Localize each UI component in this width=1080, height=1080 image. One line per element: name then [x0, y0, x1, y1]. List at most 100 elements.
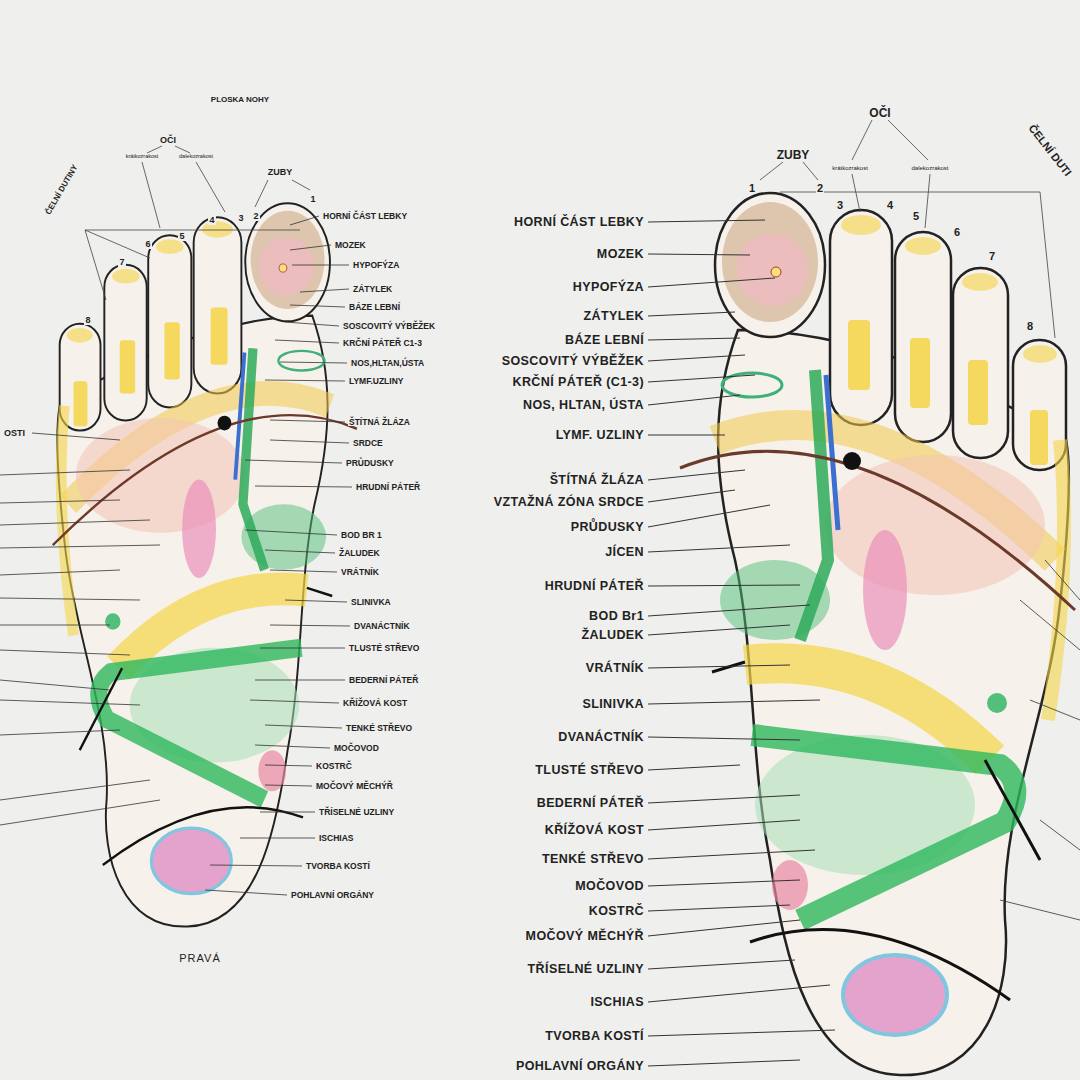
bracket-line	[175, 146, 190, 153]
toe-number: 2	[816, 183, 824, 194]
toe-number: 7	[988, 251, 996, 262]
leader-line	[1020, 600, 1080, 650]
zone-label: SOSCOVITÝ VÝBĚŽEK	[342, 322, 436, 331]
zone-label: NOS,HLTAN,ÚSTA	[350, 359, 425, 368]
leader-line	[0, 545, 160, 548]
leader-line	[648, 338, 740, 340]
bracket-line	[85, 230, 150, 258]
leader-line	[0, 598, 140, 600]
leader-line	[255, 680, 345, 681]
leader-line	[32, 433, 120, 440]
leader-line	[280, 362, 347, 363]
toe-number: 3	[237, 214, 244, 223]
left-foot	[53, 203, 357, 926]
eye-label: OČI	[159, 136, 177, 145]
leader-line	[270, 625, 350, 626]
zone-label: NOS, HLTAN, ÚSTA	[522, 399, 645, 412]
zone-label: ISCHIAS	[318, 834, 354, 843]
bracket-line	[803, 162, 818, 180]
leader-line	[0, 570, 120, 575]
leader-line	[648, 435, 725, 436]
zone-label: ŠTÍTNÁ ŽLÁZA	[348, 418, 411, 427]
zone-label: TLUSTÉ STŘEVO	[534, 764, 645, 777]
zone-label: BEDERNÍ PÁTEŘ	[348, 676, 419, 685]
foot-side-label: PRAVÁ	[178, 953, 221, 964]
leader-line	[210, 865, 302, 866]
bracket-line	[292, 180, 310, 190]
bracket-line	[85, 230, 300, 231]
zone-label: SLINIVKA	[581, 698, 645, 711]
leader-line	[0, 680, 110, 690]
zone-label: TVORBA KOSTÍ	[544, 1030, 645, 1043]
zone-label: MOČOVÝ MĚCHÝŘ	[525, 930, 645, 943]
zone-label: SLINIVKA	[350, 598, 392, 607]
zone-label: TVORBA KOSTÍ	[305, 862, 371, 871]
leader-line	[0, 625, 110, 626]
leader-line	[290, 305, 345, 307]
zone-label: MOZEK	[596, 248, 645, 261]
bracket-line	[925, 174, 930, 228]
toe-number: 4	[886, 200, 894, 211]
zone-label: MOČOVOD	[333, 744, 380, 753]
leader-line	[0, 700, 140, 705]
leader-line	[648, 765, 740, 770]
sinus-label: ČELNÍ DUTI	[1026, 122, 1074, 179]
leader-line	[648, 220, 765, 222]
leader-line	[255, 745, 330, 748]
small-note: krátkozrakost	[125, 154, 160, 160]
zone-label: ŽALUDEK	[580, 629, 645, 642]
small-note: dalekozrakost	[178, 154, 214, 160]
leader-line	[648, 470, 745, 480]
toe-number: 2	[252, 212, 259, 221]
leader-line	[648, 605, 810, 616]
leader-line	[648, 490, 735, 502]
leader-line	[265, 765, 312, 766]
bracket-lines	[85, 120, 1055, 338]
leader-line	[648, 737, 800, 740]
zone-label: BEDERNÍ PÁTEŘ	[536, 797, 645, 810]
leader-line	[270, 570, 337, 572]
leader-line	[245, 460, 342, 463]
leader-line	[275, 340, 339, 343]
zone-label: HYPOFÝZA	[572, 281, 645, 294]
right-foot	[680, 193, 1075, 1075]
bracket-line	[852, 174, 860, 212]
leader-line	[1045, 560, 1080, 600]
zone-label: TŘÍSELNÉ UZLINY	[318, 808, 395, 817]
leader-line	[285, 322, 339, 326]
leader-line	[265, 550, 335, 553]
small-note: dalekozrakost	[910, 165, 949, 171]
zone-label: SOSCOVITÝ VÝBĚŽEK	[501, 355, 645, 368]
leader-line	[648, 545, 790, 552]
leader-line	[0, 520, 150, 525]
zone-label: ZÁTYLEK	[352, 285, 393, 294]
zone-label: KOSTRČ	[588, 905, 645, 918]
zone-label: DVANÁCTNÍK	[557, 731, 645, 744]
leader-line	[648, 920, 800, 936]
leader-line	[648, 355, 745, 361]
leader-line	[292, 265, 349, 266]
bracket-line	[85, 230, 106, 300]
leader-line	[648, 820, 800, 830]
bracket-line	[852, 120, 872, 160]
leader-line	[1030, 700, 1080, 720]
leader-line	[648, 850, 815, 859]
leader-line	[648, 795, 800, 803]
leader-line	[270, 420, 345, 422]
leader-line	[285, 600, 347, 602]
leader-line	[0, 650, 130, 655]
sinus-label: ČELNÍ DUTINY	[44, 163, 80, 217]
leader-line	[290, 245, 331, 250]
zone-label: BÁZE LEBNÍ	[348, 303, 401, 312]
leader-line	[648, 960, 795, 969]
zone-label: HORNÍ ČÁST LEBKY	[322, 212, 408, 221]
bracket-line	[147, 146, 162, 153]
toe-number: 3	[836, 200, 844, 211]
leader-line	[290, 216, 319, 225]
leader-line	[0, 730, 120, 735]
zone-label: HYPOFÝZA	[352, 261, 400, 270]
zone-label: PRŮDUSKY	[570, 521, 645, 534]
bracket-line	[196, 162, 225, 212]
zone-label: ISCHIAS	[589, 996, 645, 1009]
